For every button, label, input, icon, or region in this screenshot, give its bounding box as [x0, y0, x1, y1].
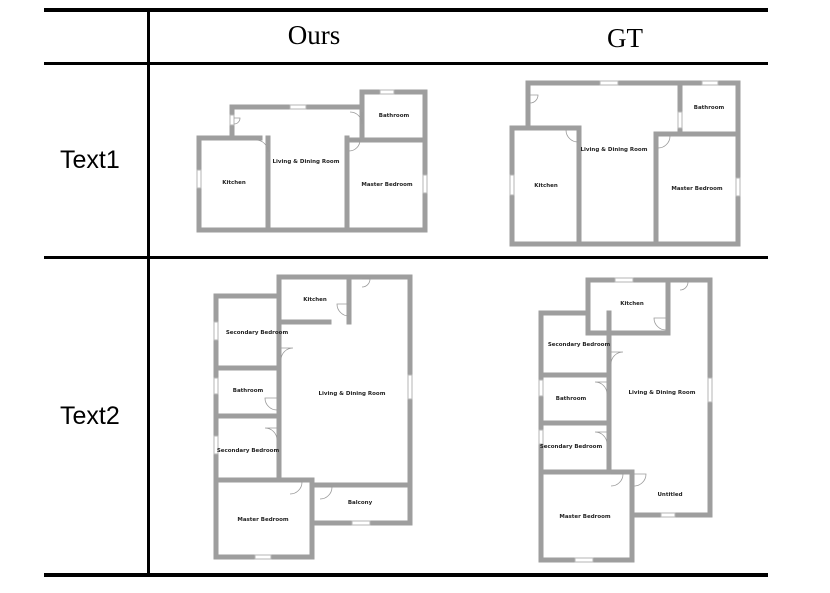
- windows: [213, 321, 413, 560]
- room-label-living: Living & Dining Room: [273, 159, 340, 165]
- room-label-master: Master Bedroom: [361, 182, 413, 188]
- room-label-living: Living & Dining Room: [319, 391, 386, 397]
- room-label-master: Master Bedroom: [671, 186, 723, 192]
- doors: [264, 278, 371, 500]
- room-label-secondary-bedroom: Secondary Bedroom: [226, 330, 289, 336]
- windows: [538, 277, 713, 563]
- windows: [509, 80, 741, 197]
- walls: [538, 277, 713, 563]
- room-label-kitchen: Kitchen: [303, 297, 327, 303]
- room-label-living: Living & Dining Room: [629, 390, 696, 396]
- room-label-kitchen: Kitchen: [534, 183, 558, 189]
- doors: [529, 94, 671, 149]
- floorplan-text1-ours: Bathroom Living & Dining Room Kitchen Ma…: [196, 89, 428, 233]
- room-label-bathroom: Bathroom: [233, 388, 264, 394]
- column-header-gt: GT: [607, 23, 643, 53]
- room-label-secondary-bedroom: Secondary Bedroom: [540, 444, 603, 450]
- floorplan-text2-ours: Kitchen Secondary Bedroom Bathroom Secon…: [213, 274, 413, 560]
- room-label-secondary-bedroom: Secondary Bedroom: [548, 342, 611, 348]
- doors: [594, 281, 689, 487]
- room-label-kitchen: Kitchen: [620, 301, 644, 307]
- room-label-master: Master Bedroom: [237, 517, 289, 523]
- walls: [213, 274, 413, 560]
- room-label-living: Living & Dining Room: [581, 147, 648, 153]
- room-label-secondary-bedroom: Secondary Bedroom: [217, 448, 280, 454]
- room-label-kitchen: Kitchen: [222, 180, 246, 186]
- table-top-rule: [44, 8, 768, 12]
- column-divider-rule: [147, 8, 150, 577]
- room-label-bathroom: Bathroom: [379, 113, 410, 119]
- room-label-balcony: Balcony: [348, 500, 373, 506]
- table-bottom-rule: [44, 573, 768, 577]
- floorplan-text1-gt: Bathroom Living & Dining Room Kitchen Ma…: [509, 80, 741, 247]
- row-label-text1: Text1: [60, 146, 120, 174]
- windows: [196, 89, 428, 194]
- room-label-master: Master Bedroom: [559, 514, 611, 520]
- room-label-bathroom: Bathroom: [694, 105, 725, 111]
- header-bottom-rule: [44, 62, 768, 65]
- room-label-bathroom: Bathroom: [556, 396, 587, 402]
- row-label-text2: Text2: [60, 402, 120, 430]
- floorplan-text2-gt: Kitchen Secondary Bedroom Bathroom Secon…: [538, 277, 713, 563]
- room-label-untitled: Untitled: [657, 492, 682, 498]
- doors: [233, 111, 363, 153]
- row-divider-rule: [44, 256, 768, 259]
- column-header-ours: Ours: [287, 20, 341, 50]
